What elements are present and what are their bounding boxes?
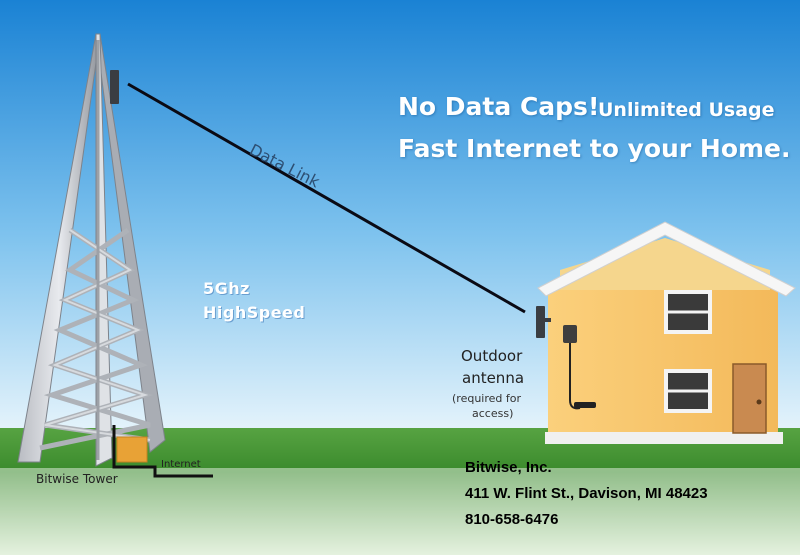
antenna-note-2: access) bbox=[472, 407, 514, 420]
headline-unlimited-usage: Unlimited Usage bbox=[598, 99, 775, 121]
tower bbox=[17, 33, 166, 467]
contact-address: 411 W. Flint St., Davison, MI 48423 bbox=[465, 485, 708, 502]
antenna-mount bbox=[563, 325, 577, 343]
headline-no-data-caps: No Data Caps! bbox=[398, 92, 600, 121]
contact-company: Bitwise, Inc. bbox=[465, 459, 552, 476]
antenna-label: Outdoor bbox=[461, 347, 523, 365]
outdoor-antenna-icon bbox=[536, 306, 545, 338]
house bbox=[537, 221, 796, 444]
internet-line bbox=[112, 425, 213, 478]
contact-phone: 810-658-6476 bbox=[465, 511, 559, 528]
tower-label: Bitwise Tower bbox=[36, 472, 118, 486]
headline-fast-internet: Fast Internet to your Home. bbox=[398, 134, 791, 163]
antenna-label-2: antenna bbox=[462, 369, 525, 387]
antenna-cable bbox=[569, 343, 581, 410]
tower-antenna-icon bbox=[110, 70, 119, 104]
equipment-box bbox=[116, 436, 148, 463]
speed-label-frequency: 5Ghz bbox=[203, 279, 250, 298]
internet-label: Internet bbox=[161, 459, 201, 470]
house-door bbox=[732, 363, 767, 434]
speed-label-highspeed: HighSpeed bbox=[203, 303, 306, 322]
router-icon bbox=[574, 402, 596, 408]
antenna-note: (required for bbox=[452, 392, 522, 405]
data-link-line bbox=[127, 82, 526, 314]
